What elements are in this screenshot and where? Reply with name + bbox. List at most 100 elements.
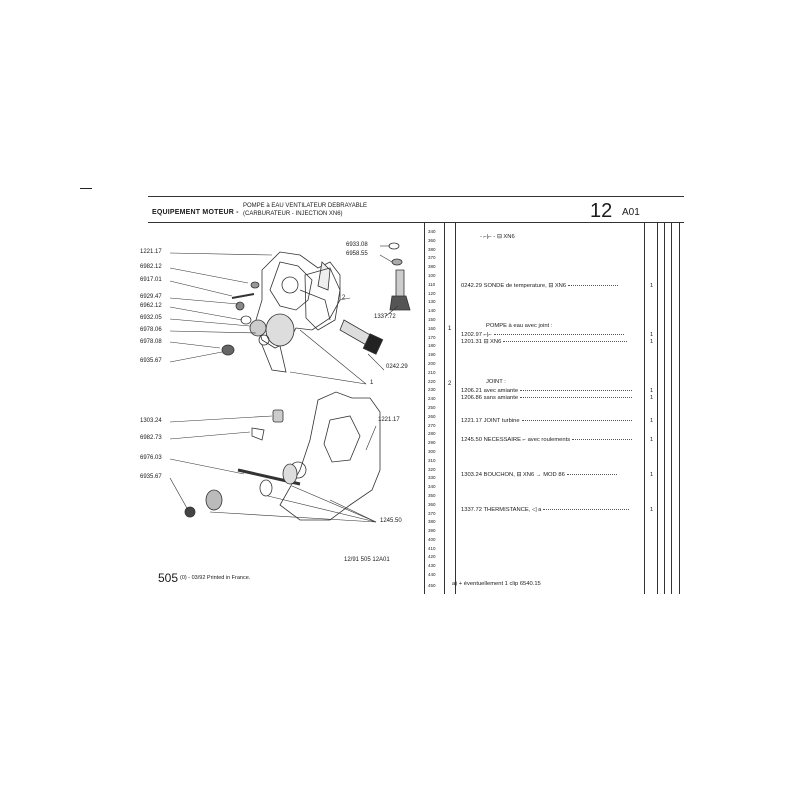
- row-text: BOUCHON, ⊟ XN6 → MOD 86: [483, 472, 565, 478]
- row-text: NECESSAIRE ⌐ avec roulements: [483, 437, 571, 443]
- table-row: - ⌐|⌐ - ⊟ XN6: [480, 234, 515, 240]
- ruler-tick: 400: [428, 536, 436, 542]
- ruler-tick: 120: [428, 290, 436, 296]
- ruler-tick: 320: [428, 466, 436, 472]
- ruler-tick: 340: [428, 229, 436, 234]
- ruler-tick: 150: [428, 316, 436, 322]
- table-row: 1303.24 BOUCHON, ⊟ XN6 → MOD 86: [461, 472, 617, 478]
- row-text: JOINT :: [486, 379, 506, 385]
- ruler-tick: 130: [428, 299, 436, 305]
- row-qty: 1: [650, 388, 654, 394]
- ruler-tick: 310: [428, 457, 436, 463]
- row-qty: 1: [650, 507, 654, 513]
- table-row: 1245.50 NECESSAIRE ⌐ avec roulements: [461, 437, 633, 443]
- callout-6929-47: 6929.47: [140, 294, 162, 300]
- table-row: 1206.21 avec amiante: [461, 388, 633, 394]
- callout-1: 1: [370, 380, 374, 386]
- ruler-tick: 250: [428, 404, 436, 410]
- header-bottom-rule: [148, 222, 684, 223]
- callout-6958-55: 6958.55: [346, 251, 368, 257]
- ruler-tick: 370: [428, 510, 436, 516]
- row-ref: 1303.24: [461, 472, 482, 478]
- title-line-1: POMPE à EAU VENTILATEUR DEBRAYABLE: [243, 203, 368, 209]
- ruler-tick: 360: [428, 237, 436, 243]
- callout-6982-73: 6982.73: [140, 435, 162, 441]
- table-rule-3: [644, 222, 645, 594]
- ruler-tick: 110: [428, 281, 436, 287]
- callout-6962-12: 6962.12: [140, 303, 162, 309]
- ruler-tick: 140: [428, 308, 436, 314]
- callout-6982-12: 6982.12: [140, 264, 162, 270]
- table-rule-6: [671, 222, 672, 594]
- row-qty: 1: [650, 395, 654, 401]
- table-rule-7: [679, 222, 680, 594]
- ruler-tick: 420: [428, 554, 436, 560]
- header-top-rule: [148, 196, 684, 197]
- ruler-tick: 170: [428, 334, 436, 340]
- ruler-tick: 410: [428, 545, 436, 551]
- callout-6935-67: 6935.67: [140, 358, 162, 364]
- ruler-tick: 340: [428, 484, 436, 490]
- ruler-tick: 350: [428, 492, 436, 498]
- ruler-tick: 440: [428, 572, 436, 578]
- ruler-tick: 160: [428, 325, 436, 331]
- row-text: ⌐|⌐: [483, 332, 492, 338]
- engine-block: [279, 391, 381, 521]
- ruler-tick: 190: [428, 352, 436, 358]
- ruler-tick: 260: [428, 413, 436, 419]
- title-line-2: (CARBURATEUR - INJECTION XN6): [243, 211, 343, 217]
- row-qty: 1: [650, 437, 654, 443]
- callout-1221-17-lower: 1221.17: [378, 417, 400, 423]
- table-rule-1: [444, 222, 445, 594]
- row-text: SONDE de temperature, ⊟ XN6: [483, 283, 567, 289]
- ruler-tick: 270: [428, 422, 436, 428]
- row-ref: 1245.50: [461, 437, 482, 443]
- row-ref: 0242.29: [461, 283, 482, 289]
- row-qty: 1: [650, 332, 654, 338]
- ruler-tick: 390: [428, 528, 436, 534]
- section-label: EQUIPEMENT MOTEUR -: [152, 209, 239, 216]
- callout-6978-06: 6978.06: [140, 327, 162, 333]
- callout-6935-67-lower: 6935.67: [140, 474, 162, 480]
- row-ref: 1201.31: [461, 339, 482, 345]
- table-rule-4: [657, 222, 658, 594]
- row-text: ⊟ XN6: [483, 339, 502, 345]
- table-row: 1337.72 THERMISTANCE, ◁ a: [461, 507, 630, 513]
- ruler-tick: 380: [428, 246, 436, 252]
- row-qty: 1: [650, 418, 654, 424]
- ruler-tick: 430: [428, 563, 436, 569]
- callout-6933-08: 6933.08: [346, 242, 368, 248]
- row-qty: 1: [650, 472, 654, 478]
- row-text: THERMISTANCE, ◁ a: [483, 507, 542, 513]
- ruler-tick: 180: [428, 343, 436, 349]
- page-number: 12: [590, 200, 613, 222]
- callout-2: 2: [342, 295, 346, 301]
- table-row: 1202.97 ⌐|⌐: [461, 332, 624, 338]
- edition-note: (0) - 03/92 Printed in France.: [180, 575, 251, 581]
- callout-1337-72: 1337.72: [374, 314, 396, 320]
- ruler-tick: 300: [428, 448, 436, 454]
- row-group: 2: [448, 381, 452, 387]
- table-row: JOINT :: [486, 379, 506, 385]
- table-rule-5: [664, 222, 665, 594]
- callout-1303-24: 1303.24: [140, 418, 162, 424]
- pump-impeller: [265, 313, 295, 347]
- row-ref: 1206.21: [461, 388, 482, 394]
- row-ref: 1337.72: [461, 507, 482, 513]
- table-row: 1201.31 ⊟ XN6: [461, 339, 628, 345]
- ruler-tick: 230: [428, 387, 436, 393]
- row-text: - ⌐|⌐ - ⊟ XN6: [480, 234, 515, 240]
- callout-1221-17: 1221.17: [140, 249, 162, 255]
- ruler-left-rule: [424, 222, 425, 594]
- ruler-tick: 370: [428, 255, 436, 261]
- diagram-reference: 12/91 505 12A01: [344, 557, 390, 563]
- ruler-tick: 100: [428, 272, 436, 278]
- table-row: POMPE à eau avec joint :: [486, 323, 552, 329]
- ruler-tick: 290: [428, 440, 436, 446]
- table-row: 1221.17 JOINT turbine: [461, 418, 632, 424]
- table-row: 0242.29 SONDE de temperature, ⊟ XN6: [461, 283, 619, 289]
- callout-6976-03: 6976.03: [140, 455, 162, 461]
- row-ref: 1206.86: [461, 395, 482, 401]
- ruler-tick: 280: [428, 431, 436, 437]
